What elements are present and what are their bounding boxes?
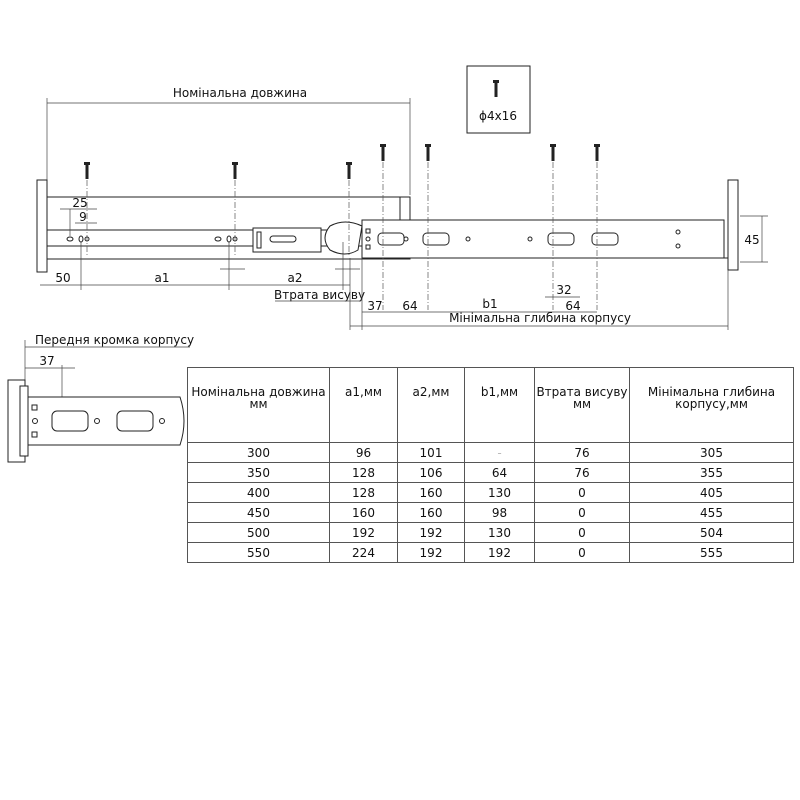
col-b1: b1,мм <box>464 367 535 443</box>
screw-markers <box>84 144 600 310</box>
detail-bracket <box>27 396 185 446</box>
detail-dim-37: 37 <box>39 354 54 368</box>
extension-loss-label: Втрата висуву <box>274 288 365 302</box>
col-a1: a1,мм <box>329 367 398 443</box>
dim-32: 32 <box>556 283 571 297</box>
dim-50: 50 <box>55 271 70 285</box>
min-depth-label: Мінімальна глибина корпусу <box>449 311 631 325</box>
dim-25: 25 <box>72 196 87 210</box>
cabinet-back-wall <box>727 179 739 271</box>
cabinet-front-wall <box>36 179 48 273</box>
inner-rail <box>361 219 725 259</box>
dim-a1: a1 <box>155 271 170 285</box>
dim-9: 9 <box>79 210 87 224</box>
screw-size-label: ϕ4x16 <box>479 109 517 123</box>
dim-45: 45 <box>744 233 759 247</box>
front-edge-label: Передня кромка корпусу <box>35 333 194 347</box>
dim-b1: b1 <box>482 297 497 311</box>
dim-a2: a2 <box>288 271 303 285</box>
dim-64b: 64 <box>565 299 580 313</box>
screw-icon <box>493 80 499 97</box>
col-a2: a2,мм <box>397 367 465 443</box>
dim-37: 37 <box>367 299 382 313</box>
screw-box <box>466 65 531 134</box>
dim-64: 64 <box>402 299 417 313</box>
nominal-length-label: Номінальна довжина <box>173 86 307 100</box>
